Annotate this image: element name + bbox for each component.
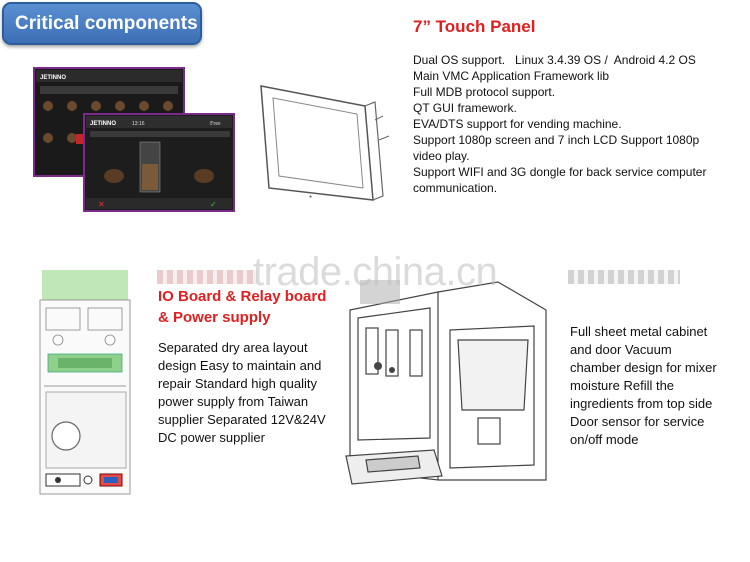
- screen-time: 13:16: [132, 121, 145, 127]
- svg-text:✓: ✓: [210, 200, 217, 209]
- feature-line: Support WIFI and 3G dongle for back serv…: [413, 165, 707, 179]
- io-board-image: [39, 270, 131, 495]
- feature-line: Support 1080p screen and 7 inch LCD Supp…: [413, 133, 700, 147]
- feature-line: Dual OS support. Linux 3.4.39 OS / Andro…: [413, 53, 696, 67]
- touch-panel-device-image: ●: [260, 85, 390, 201]
- feature-line: communication.: [413, 181, 498, 195]
- svg-text:✕: ✕: [98, 200, 105, 209]
- blurred-heading: [157, 270, 257, 284]
- screen-free-label: Free: [210, 121, 221, 127]
- feature-line: QT GUI framework.: [413, 101, 517, 115]
- feature-line: EVA/DTS support for vending machine.: [413, 117, 622, 131]
- screen-brand-back: JETINNO: [40, 75, 66, 81]
- blurred-heading: [568, 270, 680, 284]
- cabinet-image: [345, 280, 547, 485]
- io-board-title: IO Board & Relay board & Power supply: [158, 288, 327, 326]
- watermark: trade.china.cn: [253, 250, 498, 294]
- touch-panel-title: 7” Touch Panel: [413, 17, 536, 36]
- touch-screen-images: JETINNO JETINNO 13:16 Free ✕ ✓: [33, 67, 235, 212]
- svg-text:●: ●: [309, 194, 312, 200]
- feature-line: Full MDB protocol support.: [413, 85, 556, 99]
- feature-line: video play.: [413, 149, 470, 163]
- section-title: Critical components: [15, 12, 198, 34]
- touch-panel-features: Dual OS support. Linux 3.4.39 OS / Andro…: [413, 52, 733, 196]
- feature-line: Main VMC Application Framework lib: [413, 69, 610, 83]
- screen-brand-front: JETINNO: [90, 121, 116, 127]
- cabinet-description: Full sheet metal cabinet and door Vacuum…: [570, 324, 717, 447]
- section-title-badge: Critical components: [2, 2, 202, 45]
- io-board-description: Separated dry area layout design Easy to…: [158, 340, 326, 445]
